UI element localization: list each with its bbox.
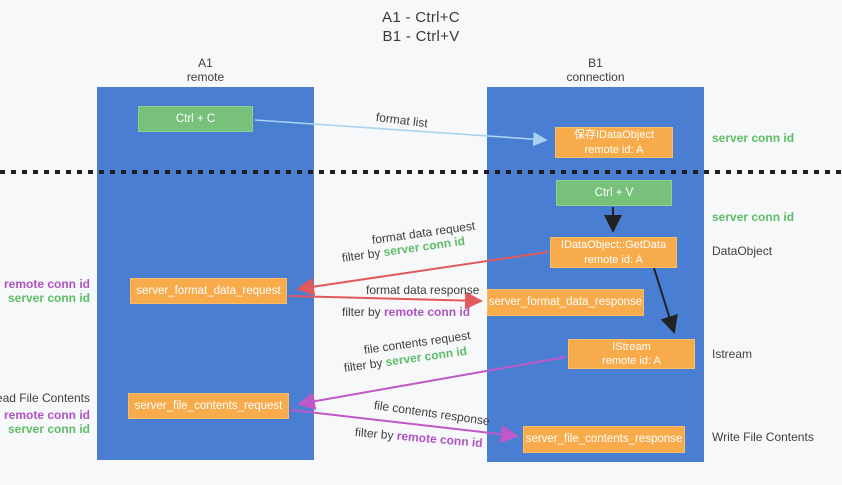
file-request-box: server_file_contents_request (128, 393, 289, 419)
filter-prefix: filter by (342, 305, 385, 319)
getdata-line1: IDataObject::GetData (560, 239, 667, 252)
file-request-label: server_file_contents_request (134, 399, 283, 412)
format-response-box: server_format_data_response (487, 289, 644, 316)
istream-box: IStream remote id: A (568, 339, 695, 369)
server-conn-id-left-top: server conn id (7, 291, 90, 305)
lifeline-b1-header: B1 connection (487, 56, 704, 84)
title-line-1: A1 - Ctrl+C (382, 9, 460, 26)
ctrl-c-box: Ctrl + C (138, 106, 253, 132)
file-response-box: server_file_contents_response (523, 426, 685, 453)
filter-prefix: filter by (354, 425, 398, 443)
file-contents-response-label: file contents response (373, 398, 491, 429)
getdata-line2: remote id: A (584, 253, 643, 266)
format-data-response-label: format data response (366, 283, 480, 297)
remote-conn-id-text: remote conn id (396, 428, 484, 451)
filter-by-remote-conn-label-1: filter by remote conn id (342, 305, 470, 319)
section-separator-line (0, 170, 842, 174)
lifeline-b1-name: B1 (588, 56, 603, 70)
remote-conn-id-left-bottom: remote conn id (3, 408, 90, 422)
read-file-contents-label: Read File Contents (0, 391, 90, 405)
save-dataobject-box: 保存IDataObject remote id: A (555, 127, 673, 158)
conn-id-group-bottom: remote conn id server conn id (4, 408, 90, 436)
remote-conn-id-left-top: remote conn id (3, 277, 90, 291)
lifeline-a1-header: A1 remote (97, 56, 314, 84)
save-dataobject-line2: remote id: A (584, 143, 644, 156)
format-request-label: server_format_data_request (136, 284, 281, 297)
format-request-box: server_format_data_request (130, 278, 287, 304)
server-conn-id-left-bottom: server conn id (7, 422, 90, 436)
lifeline-b1-subtitle: connection (566, 70, 625, 84)
filter-by-remote-conn-label-2: filter by remote conn id (354, 425, 483, 450)
istream-label: Istream (712, 347, 753, 361)
lifeline-a1-name: A1 (198, 56, 213, 70)
file-response-label: server_file_contents_response (525, 433, 683, 446)
diagram-title: A1 - Ctrl+C B1 - Ctrl+V (0, 8, 842, 46)
filter-prefix: filter by (341, 245, 385, 265)
ctrl-c-label: Ctrl + C (175, 112, 216, 125)
title-line-2: B1 - Ctrl+V (382, 28, 460, 45)
lifeline-a1-subtitle: remote (186, 70, 225, 84)
server-conn-id-right-top: server conn id (712, 131, 795, 145)
istream-line1: IStream (612, 340, 651, 353)
getdata-box: IDataObject::GetData remote id: A (550, 237, 677, 268)
ctrl-v-box: Ctrl + V (556, 180, 672, 206)
write-file-contents-label: Write File Contents (712, 430, 814, 444)
dataobject-label: DataObject (712, 244, 773, 258)
conn-id-group-top: remote conn id server conn id (4, 277, 90, 305)
ctrl-v-label: Ctrl + V (594, 186, 634, 199)
format-list-label: format list (375, 110, 429, 131)
server-conn-id-right-mid: server conn id (712, 210, 795, 224)
save-dataobject-line1: 保存IDataObject (573, 129, 655, 142)
remote-conn-id-text: remote conn id (384, 305, 471, 319)
format-response-label: server_format_data_response (488, 296, 643, 309)
istream-line2: remote id: A (602, 355, 661, 367)
filter-prefix: filter by (343, 355, 387, 375)
